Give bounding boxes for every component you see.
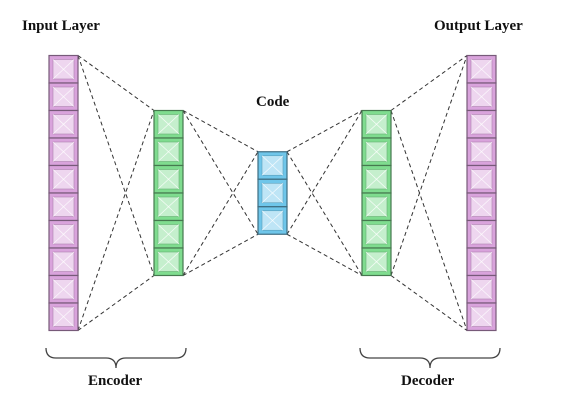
encoder-brace xyxy=(45,347,187,369)
connection-line xyxy=(77,110,155,331)
code-layer xyxy=(257,151,288,235)
connection-line xyxy=(77,55,155,111)
output-layer-label: Output Layer xyxy=(434,18,523,34)
neuron-unit xyxy=(361,192,392,222)
neuron-unit xyxy=(466,247,497,277)
neuron-unit xyxy=(361,109,392,139)
connection-line xyxy=(286,151,363,276)
neuron-unit xyxy=(466,302,497,332)
neuron-unit xyxy=(466,82,497,112)
neuron-unit xyxy=(153,219,184,249)
layers-group xyxy=(48,54,497,332)
neuron-unit xyxy=(48,302,79,332)
connection-line xyxy=(182,233,259,276)
connection-line xyxy=(390,275,468,331)
neuron-unit xyxy=(153,192,184,222)
connection-line xyxy=(77,55,155,276)
output-layer xyxy=(466,54,497,332)
neuron-unit xyxy=(48,247,79,277)
connection-line xyxy=(182,110,259,153)
neuron-unit xyxy=(361,164,392,194)
input-layer xyxy=(48,54,79,332)
code-label: Code xyxy=(256,94,290,110)
connection-line xyxy=(390,55,468,111)
neuron-unit xyxy=(466,137,497,167)
neuron-unit xyxy=(48,137,79,167)
connection-line xyxy=(286,110,363,235)
neuron-unit xyxy=(466,192,497,222)
decoder-hidden-layer xyxy=(361,109,392,277)
neuron-unit xyxy=(466,109,497,139)
connection-line xyxy=(182,151,259,276)
neuron-unit xyxy=(48,109,79,139)
encoder-label: Encoder xyxy=(88,373,143,389)
neuron-unit xyxy=(257,206,288,235)
neuron-unit xyxy=(153,137,184,167)
neuron-unit xyxy=(153,247,184,277)
connection-line xyxy=(390,110,468,331)
connection-line xyxy=(77,275,155,331)
neuron-unit xyxy=(153,164,184,194)
braces-group xyxy=(45,347,501,369)
neuron-unit xyxy=(257,178,288,208)
connection-line xyxy=(286,233,363,276)
neuron-unit xyxy=(48,82,79,112)
neuron-unit xyxy=(361,219,392,249)
neuron-unit xyxy=(48,164,79,194)
connection-line xyxy=(182,110,259,235)
connection-line xyxy=(286,110,363,153)
encoder-hidden-layer xyxy=(153,109,184,277)
decoder-label: Decoder xyxy=(401,373,455,389)
connection-line xyxy=(390,55,468,276)
neuron-unit xyxy=(361,137,392,167)
neuron-unit xyxy=(48,219,79,249)
neuron-unit xyxy=(48,54,79,84)
neuron-unit xyxy=(153,109,184,139)
neuron-unit xyxy=(466,219,497,249)
neuron-unit xyxy=(48,274,79,304)
neuron-unit xyxy=(48,192,79,222)
neuron-unit xyxy=(466,54,497,84)
decoder-brace xyxy=(359,347,501,369)
input-layer-label: Input Layer xyxy=(22,18,100,34)
connections-group xyxy=(77,55,468,331)
neuron-unit xyxy=(466,164,497,194)
neuron-unit xyxy=(466,274,497,304)
neuron-unit xyxy=(257,151,288,180)
neuron-unit xyxy=(361,247,392,277)
